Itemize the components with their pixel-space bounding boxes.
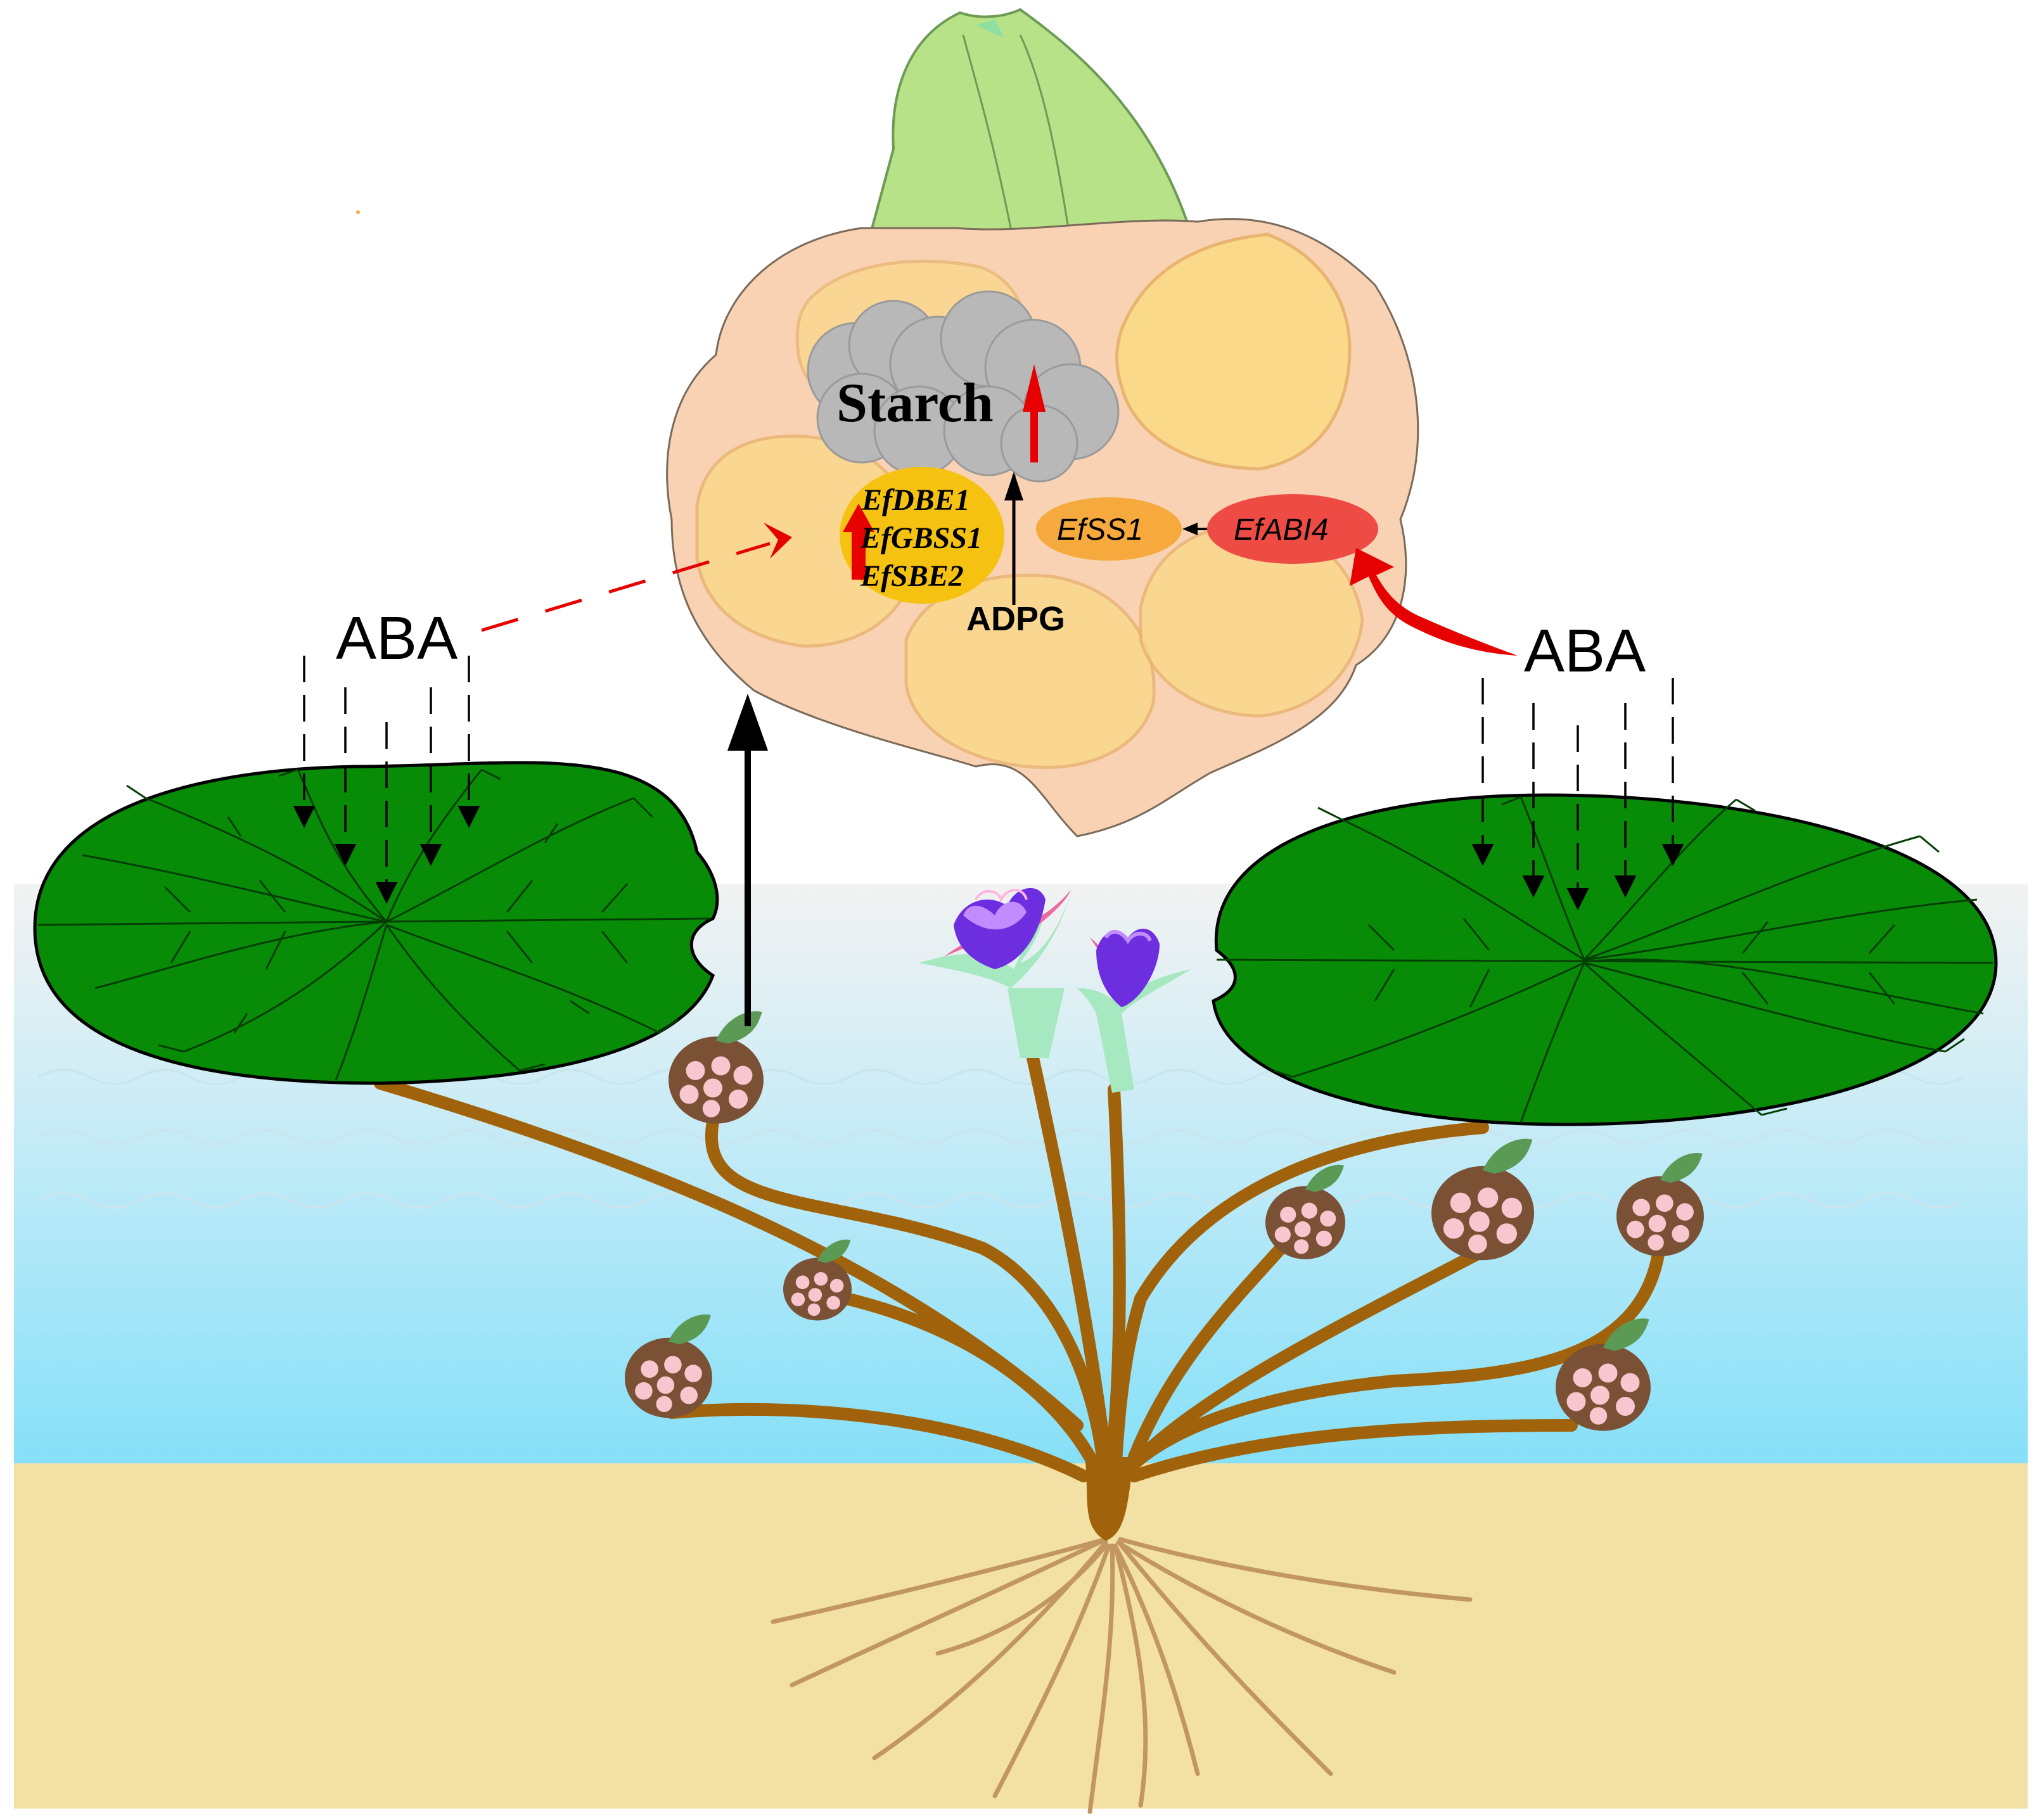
- cell-top-right: [1115, 232, 1352, 471]
- abi4-oval: [1207, 494, 1378, 564]
- starch-granules: [807, 290, 1120, 483]
- lily-pad-right: [1212, 793, 1998, 1126]
- starch-label: Starch: [836, 372, 994, 434]
- aba-influx-arrows-left: [293, 656, 480, 904]
- ss1-oval: [1036, 497, 1182, 561]
- gene-dbe1-label: EfDBE1: [861, 483, 970, 517]
- flower-right: [1077, 929, 1191, 1093]
- aba-label-left: ABA: [336, 604, 457, 672]
- gene-ss1-label: EfSS1: [1057, 513, 1143, 547]
- aba-label-right: ABA: [1524, 617, 1646, 685]
- enzymes-increase-arrow: [843, 504, 874, 580]
- gene-sbe2-label: EfSBE2: [860, 559, 964, 593]
- starch-increase-arrow: [1023, 364, 1046, 462]
- enzyme-complex-oval: [840, 467, 1004, 604]
- aba-to-enzymes-dashed-arrow: [481, 542, 771, 632]
- stems: [374, 1052, 1667, 1482]
- flower-left: [919, 888, 1071, 1058]
- cell-bottom-center: [904, 573, 1156, 769]
- lily-pad-left: [33, 761, 719, 1085]
- gene-abi4-label: EfABI4: [1234, 513, 1328, 547]
- gene-gbss1-label: EfGBSS1: [860, 521, 982, 555]
- decorative-dot: [356, 210, 360, 214]
- roots: [771, 1537, 1473, 1814]
- stem-base: [1085, 1457, 1134, 1541]
- aba-influx-arrows-right: [1471, 678, 1684, 910]
- aba-to-abi4-curved-arrow: [1350, 548, 1518, 656]
- adpg-label: ADPG: [966, 600, 1065, 638]
